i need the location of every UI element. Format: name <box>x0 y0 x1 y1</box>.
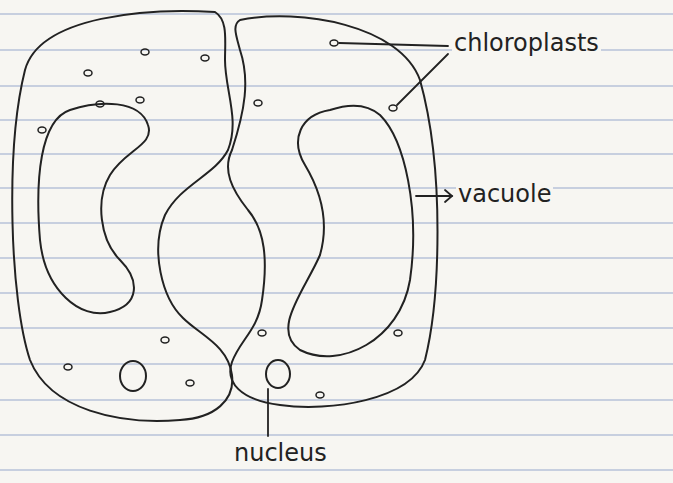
right-vacuole <box>288 106 413 356</box>
right-nucleus <box>266 360 290 388</box>
left-nucleus <box>120 361 146 391</box>
paper-rules <box>0 14 673 470</box>
left-vacuole <box>38 104 149 314</box>
part-label: vacuole <box>456 181 553 209</box>
chloroplast-dots <box>38 40 402 398</box>
right-guard-cell <box>228 16 438 407</box>
part-label: chloroplasts <box>452 30 601 58</box>
part-label: nucleus <box>232 440 329 468</box>
left-guard-cell <box>12 11 232 421</box>
leader-lines <box>268 43 452 436</box>
